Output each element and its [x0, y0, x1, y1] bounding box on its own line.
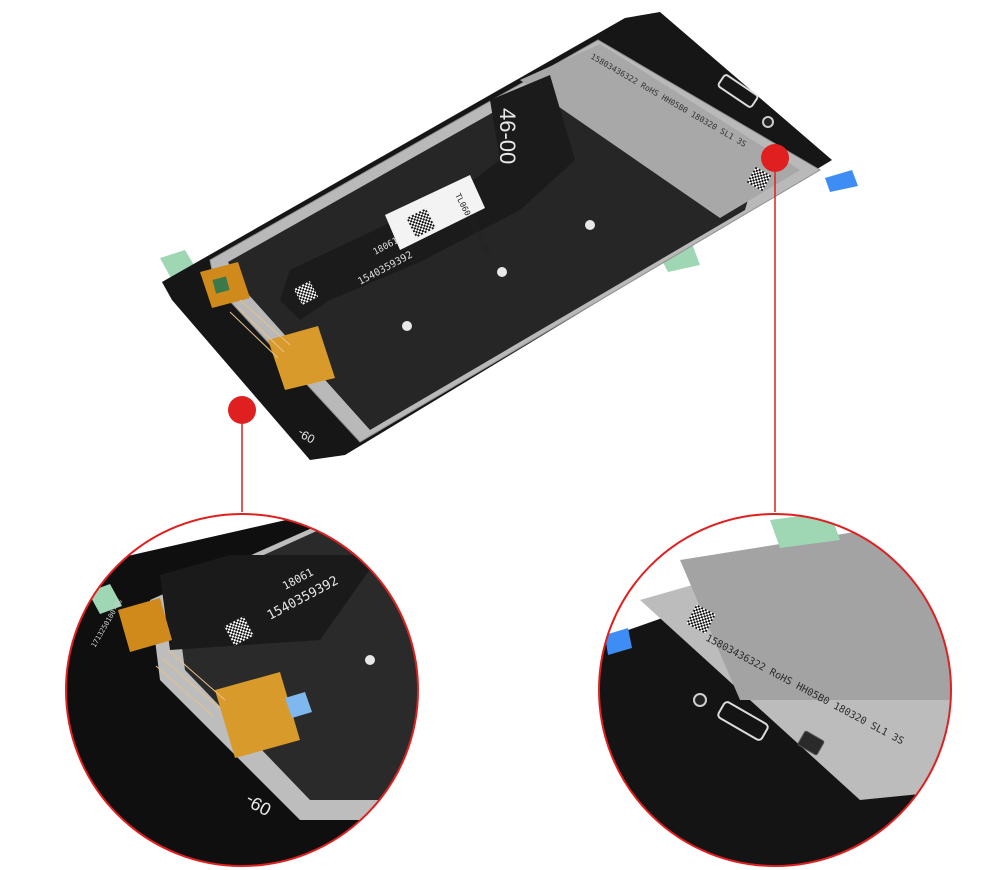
- panel-dot: [402, 321, 412, 331]
- panel-dot: [497, 267, 507, 277]
- earpiece-slot: [717, 701, 769, 741]
- pointer-left: [228, 396, 256, 512]
- zoom-circle-right: 15803436322 RoHS HH05B0 180320 SL1 3S: [598, 513, 952, 867]
- fpc-traces: [229, 299, 291, 359]
- qr-code-icon: [293, 280, 319, 306]
- protective-tab: [285, 692, 312, 718]
- flex-code-text: 46-00: [495, 108, 520, 164]
- flex-cable: [280, 75, 575, 320]
- fpc-connector: [215, 672, 300, 758]
- protective-tab: [825, 170, 858, 192]
- lcd-assembly: TL060FVMS46-00 46-00 1540359392 18061 09…: [160, 12, 858, 460]
- pointer-right: [761, 144, 789, 512]
- flex-label: [385, 175, 485, 250]
- pointer-dot-left-icon: [228, 396, 256, 424]
- fpc-connector: [118, 598, 172, 652]
- qr-code-icon: [406, 208, 436, 238]
- earpiece-slot: [717, 74, 759, 108]
- backlight-strip: [520, 44, 800, 218]
- panel-dot: [585, 220, 595, 230]
- qr-code-icon: [224, 616, 254, 646]
- qr-code-icon: [686, 604, 716, 634]
- camera-hole: [693, 693, 707, 707]
- qr-code-icon: [746, 166, 772, 192]
- camera-hole: [762, 116, 774, 128]
- zoom-circle-left: 1540359392 18061 1713250100-ds 09-: [65, 513, 419, 867]
- fpc-pad: [212, 276, 230, 294]
- protective-tab: [605, 628, 632, 655]
- pointer-dot-right-icon: [761, 144, 789, 172]
- fpc-connector: [268, 326, 335, 390]
